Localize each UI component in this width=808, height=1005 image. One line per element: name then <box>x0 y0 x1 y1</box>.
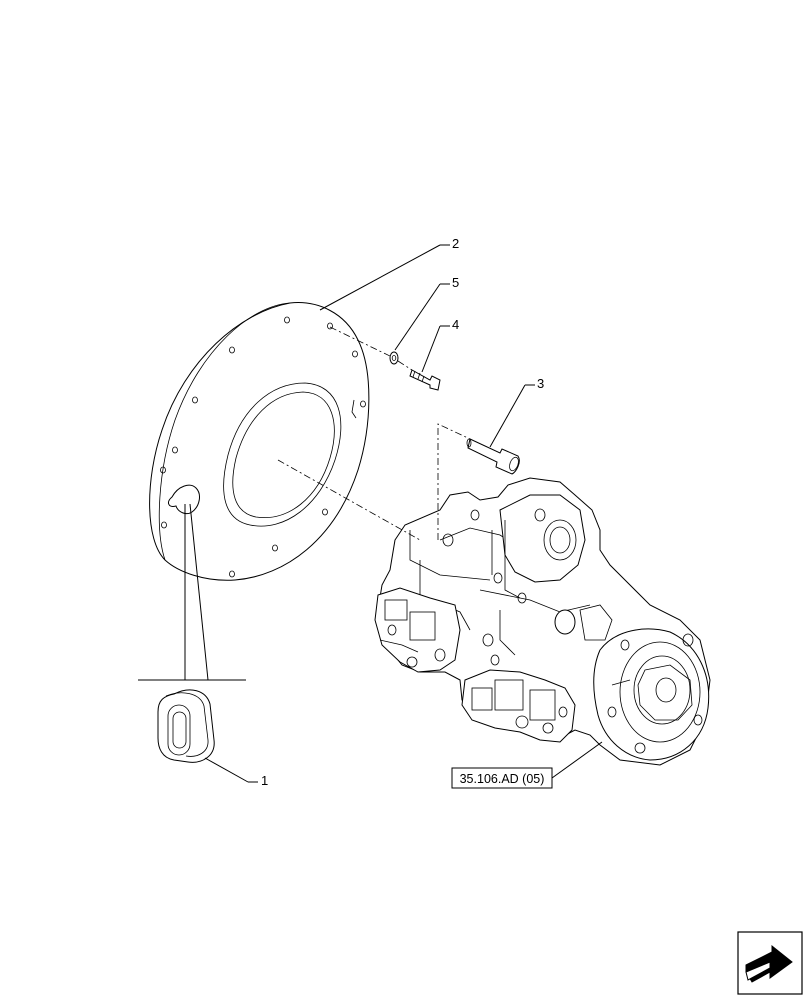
rubber-plug <box>138 679 246 763</box>
flywheel-housing-ring <box>149 302 370 581</box>
alignment-lines <box>277 326 471 541</box>
leader-lines <box>184 244 603 783</box>
callout-4: 4 <box>452 317 459 332</box>
callout-1: 1 <box>261 773 268 788</box>
next-page-arrow-icon[interactable] <box>737 931 803 995</box>
bolt <box>409 369 441 391</box>
bolt-holes <box>160 316 366 578</box>
callout-5: 5 <box>452 275 459 290</box>
callout-2: 2 <box>452 236 459 251</box>
inspection-window <box>168 484 200 515</box>
reference-label[interactable]: 35.106.AD (05) <box>460 772 545 786</box>
cap-screw <box>466 438 520 475</box>
reference-link[interactable]: 35.106.AD (05) <box>451 767 553 789</box>
washer <box>389 351 399 365</box>
hydraulic-pump-assembly <box>374 477 711 766</box>
callout-3: 3 <box>537 376 544 391</box>
